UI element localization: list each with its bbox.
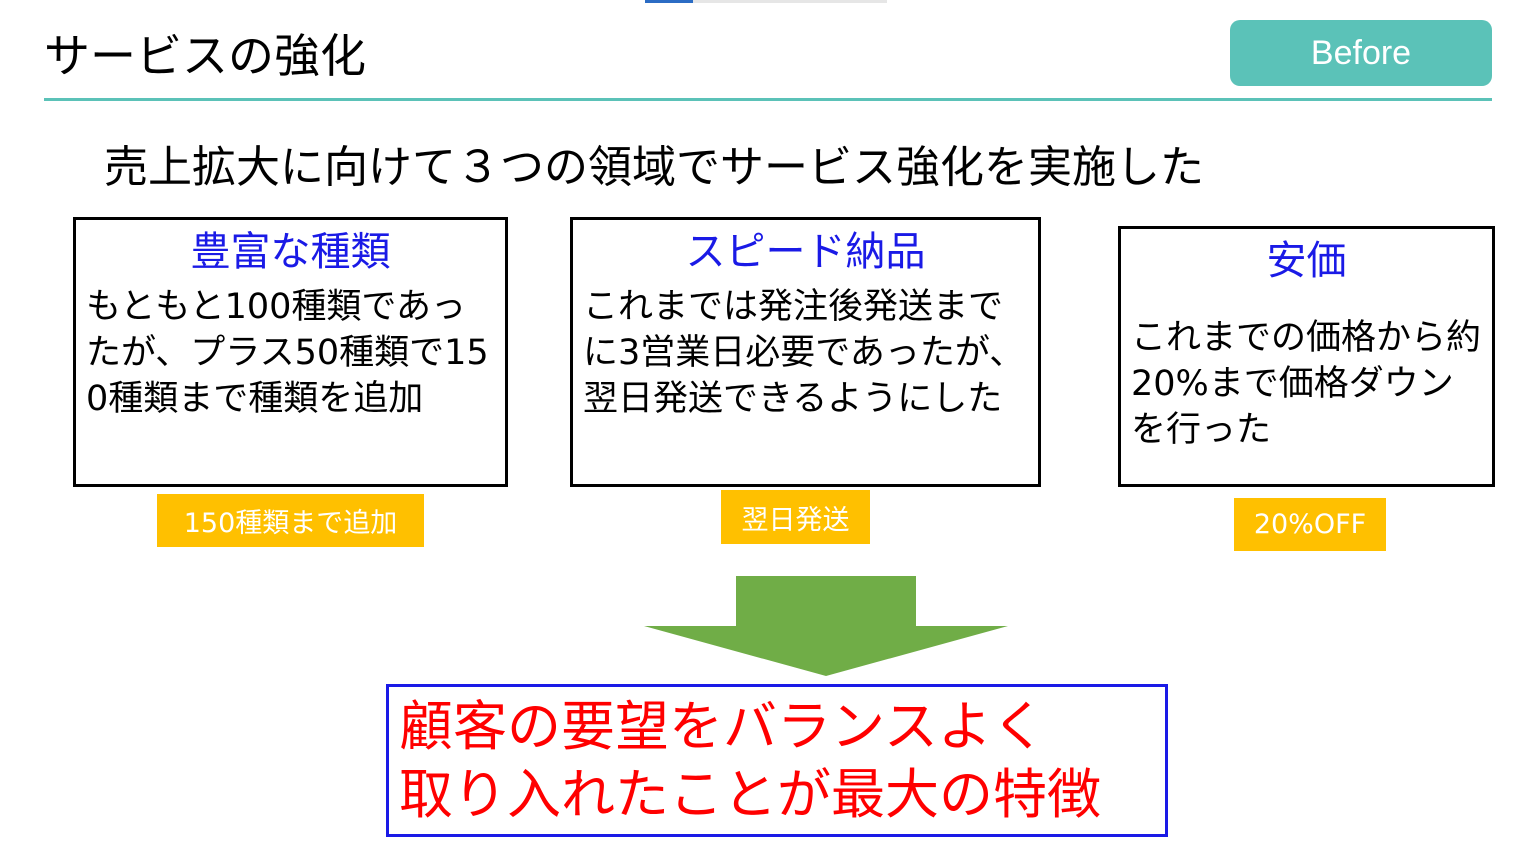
area-title-price: 安価	[1266, 238, 1347, 284]
conclusion-box: 顧客の要望をバランスよく 取り入れたことが最大の特徴	[386, 684, 1168, 837]
area-box-price: 安価 これまでの価格から約20%まで価格ダウンを行った	[1118, 226, 1495, 487]
area-body-price: これまでの価格から約20%まで価格ダウンを行った	[1131, 318, 1482, 450]
area-box-speed: スピード納品 これまでは発注後発送までに3営業日必要であったが、翌日発送できるよ…	[570, 217, 1041, 487]
title-divider	[44, 98, 1492, 101]
slide-title: サービスの強化	[44, 29, 366, 83]
down-arrow-icon	[644, 576, 1008, 676]
area-body-speed: これまでは発注後発送までに3営業日必要であったが、翌日発送できるようにした	[583, 287, 1025, 419]
tag-speed: 翌日発送	[721, 490, 870, 544]
top-tab-indicator	[645, 0, 887, 3]
conclusion-line-2: 取り入れたことが最大の特徴	[399, 763, 1101, 826]
area-box-variety: 豊富な種類 もともと100種類であったが、プラス50種類で150種類まで種類を追…	[73, 217, 508, 487]
tag-price: 20%OFF	[1234, 498, 1386, 551]
area-title-speed: スピード納品	[685, 229, 926, 275]
area-title-variety: 豊富な種類	[190, 229, 391, 275]
tag-variety: 150種類まで追加	[157, 494, 424, 547]
area-body-variety: もともと100種類であったが、プラス50種類で150種類まで種類を追加	[86, 287, 489, 419]
before-badge: Before	[1230, 20, 1492, 86]
headline: 売上拡大に向けて３つの領域でサービス強化を実施した	[104, 142, 1204, 193]
conclusion-line-1: 顧客の要望をバランスよく	[399, 695, 1046, 758]
